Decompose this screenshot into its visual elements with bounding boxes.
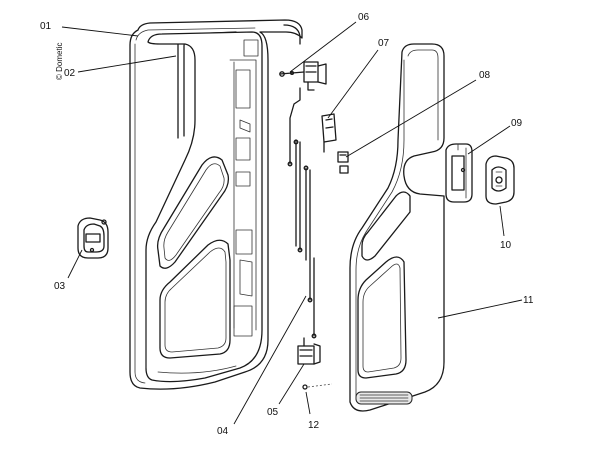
catch-part: [337, 151, 349, 174]
callout-11: 11: [523, 295, 534, 306]
callout-05: 05: [267, 407, 279, 418]
inner-door-panel: [145, 31, 263, 383]
locking-rod-assembly: [287, 87, 317, 339]
callout-01: 01: [40, 21, 52, 32]
lower-lock-mechanism: [297, 337, 321, 365]
callout-04: 04: [217, 426, 229, 437]
upper-lock-mechanism: [279, 61, 327, 91]
hinge-bracket: [321, 113, 337, 153]
door-handle: [445, 143, 473, 203]
leader-lines: [61, 21, 523, 425]
screw: [302, 383, 333, 390]
lock-cylinder: [77, 217, 109, 259]
callout-07: 07: [378, 38, 390, 49]
callout-12: 12: [308, 420, 320, 431]
dometic-watermark: © Dometic: [55, 43, 64, 80]
callout-08: 08: [479, 70, 491, 81]
callout-09: 09: [511, 118, 523, 129]
callout-06: 06: [358, 12, 370, 23]
callout-10: 10: [500, 240, 512, 251]
callout-labels: 01 02 03 04 05 06 07 08 09 10 11 12: [40, 12, 534, 437]
handle-cover: [485, 155, 515, 205]
callout-03: 03: [54, 281, 66, 292]
callout-02: 02: [64, 68, 76, 79]
outer-door-panel: [349, 43, 445, 412]
